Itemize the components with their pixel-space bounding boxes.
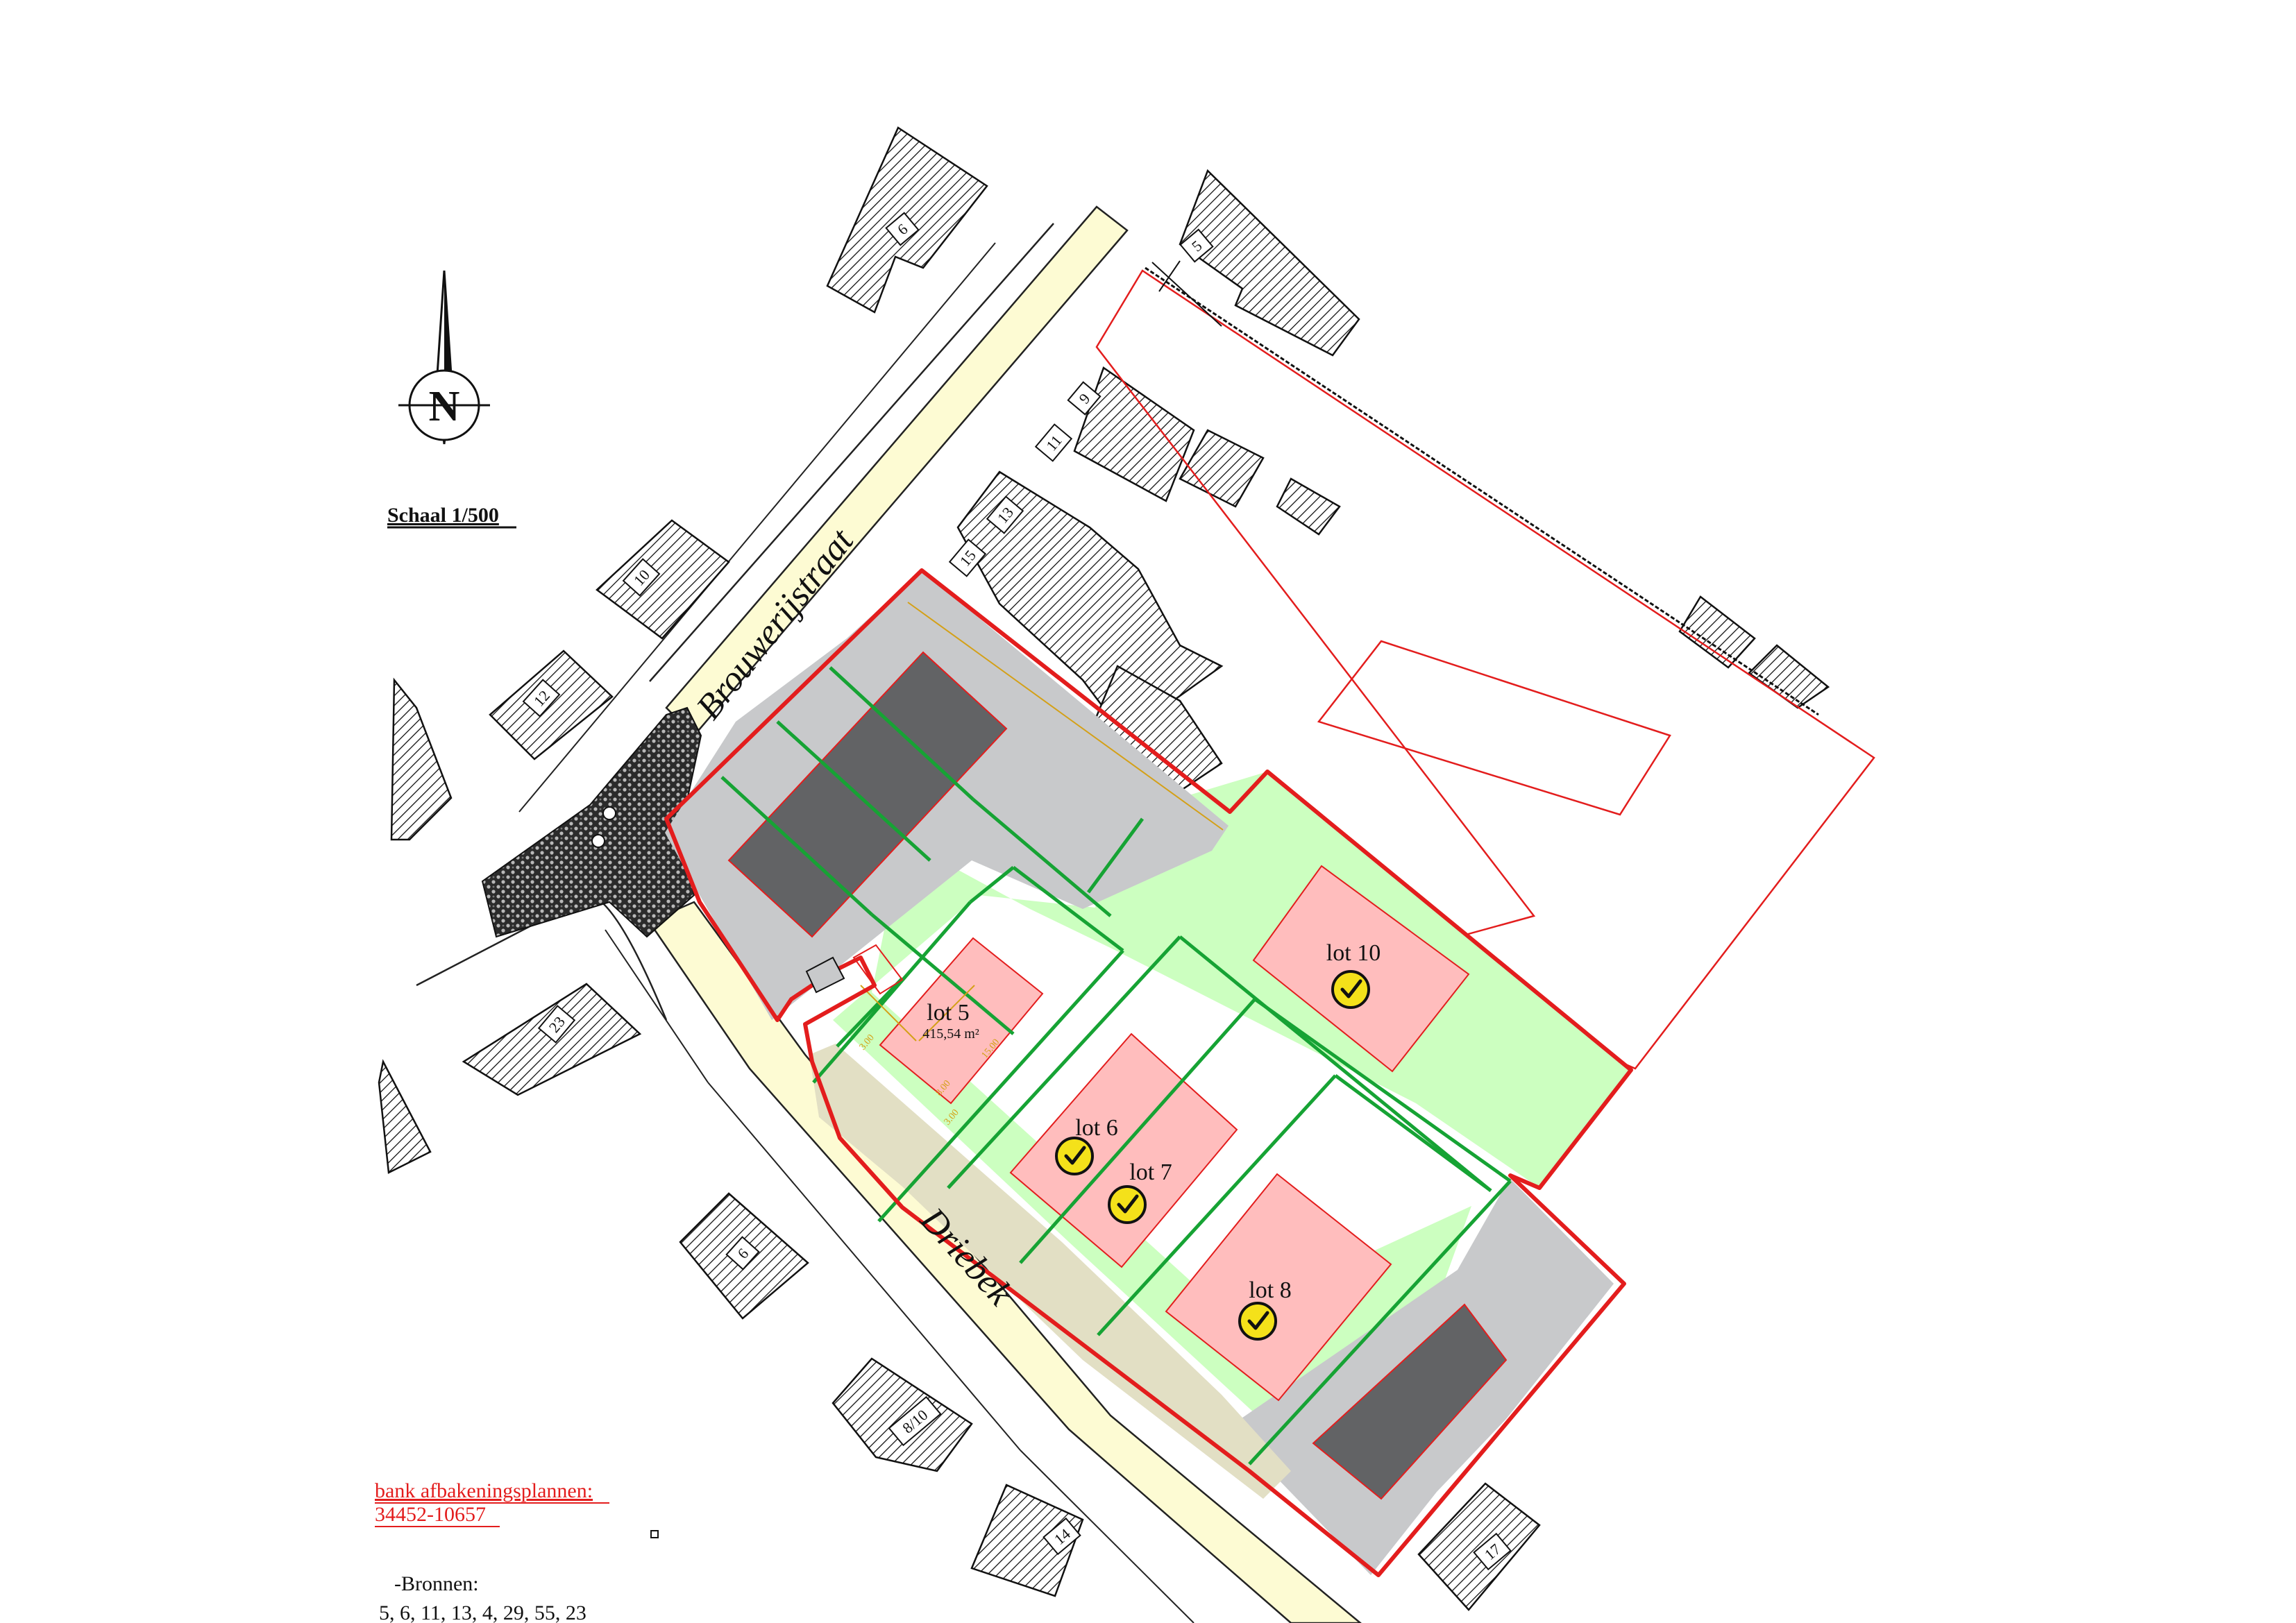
building-envelope-lot10 bbox=[1252, 865, 1470, 1073]
scale-label: Schaal 1/500 bbox=[387, 504, 499, 527]
lot-5-label: lot 5 bbox=[927, 1000, 969, 1026]
existing-building bbox=[1312, 1303, 1508, 1500]
house-number-plate: 5 bbox=[1179, 228, 1214, 263]
house-number-plate: 12 bbox=[522, 679, 561, 717]
lot-8-label: lot 8 bbox=[1249, 1277, 1291, 1303]
checkmark-icon bbox=[1331, 970, 1370, 1009]
existing-building bbox=[727, 651, 1008, 938]
marker-square bbox=[650, 1530, 659, 1538]
tree-symbol bbox=[591, 834, 605, 848]
footer-line-3: -Bronnen: bbox=[394, 1572, 479, 1595]
setback-strip bbox=[809, 1044, 1291, 1499]
north-arrow-icon: N bbox=[398, 270, 490, 445]
lot-10-label: lot 10 bbox=[1326, 940, 1381, 966]
checkmark-icon bbox=[1238, 1302, 1277, 1341]
house-number-plate: 9 bbox=[1067, 381, 1101, 416]
checkmark-icon bbox=[1055, 1137, 1094, 1175]
lot-5-area: 415,54 m² bbox=[922, 1026, 979, 1042]
house-number-plate: 6 bbox=[725, 1236, 760, 1271]
house-number-plate: 17 bbox=[1473, 1532, 1512, 1571]
house-number-plate: 23 bbox=[537, 1005, 576, 1044]
house-number-plate: 15 bbox=[948, 538, 987, 577]
footer-line-2: 34452-10657 bbox=[375, 1503, 486, 1526]
small-structure bbox=[805, 956, 845, 994]
lot-6-label: lot 6 bbox=[1075, 1115, 1117, 1141]
house-number-plate: 6 bbox=[885, 212, 920, 246]
lot-7-label: lot 7 bbox=[1129, 1159, 1172, 1185]
lots-green-area bbox=[833, 772, 1631, 1422]
footer-line-1: bank afbakeningsplannen: bbox=[375, 1479, 593, 1502]
house-number-plate: 11 bbox=[1034, 423, 1073, 462]
small-structure bbox=[852, 944, 904, 995]
house-number-plate: 14 bbox=[1043, 1517, 1081, 1556]
north-label: N bbox=[429, 383, 460, 430]
parcel-division-lines bbox=[720, 666, 1512, 1465]
checkmark-icon bbox=[1108, 1185, 1147, 1224]
house-number-plate: 10 bbox=[622, 558, 661, 597]
project-boundary bbox=[664, 568, 1633, 1577]
footer-line-4: 5, 6, 11, 13, 4, 29, 55, 23 bbox=[379, 1601, 586, 1623]
dimension-lines bbox=[860, 602, 1224, 1042]
brouwerijstraat-road bbox=[518, 205, 1129, 813]
building-envelope-lot8 bbox=[1165, 1173, 1392, 1402]
house-number-plate: 13 bbox=[986, 495, 1024, 534]
tree-symbol bbox=[602, 806, 616, 820]
building-envelope-lot5 bbox=[879, 937, 1044, 1105]
